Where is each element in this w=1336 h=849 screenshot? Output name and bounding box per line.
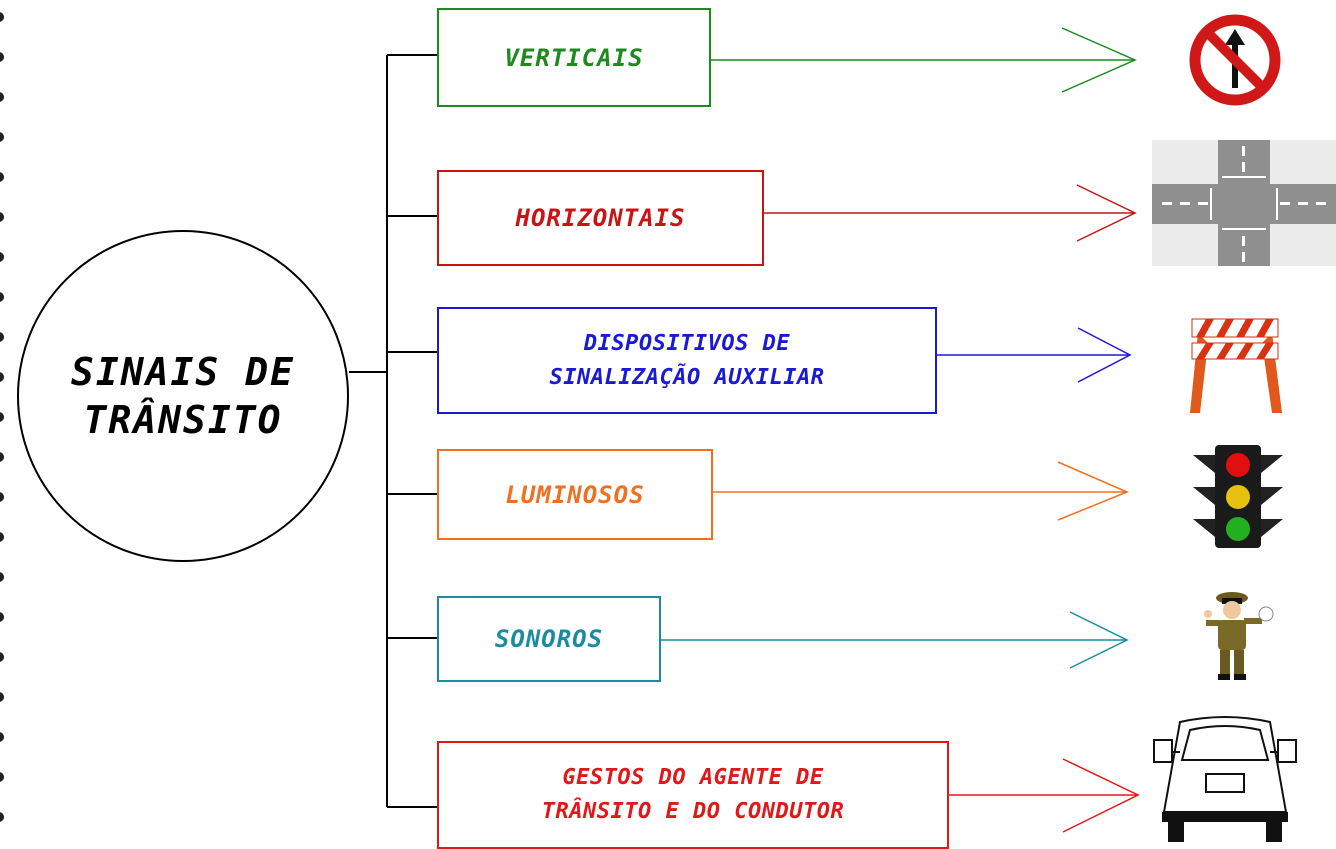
margin-dot [0,212,4,222]
margin-dot [0,92,4,102]
margin-dot [0,412,4,422]
margin-dot [0,492,4,502]
margin-dot [0,772,4,782]
margin-dot [0,812,4,822]
traffic-officer-whistle-icon [1204,592,1274,680]
road-markings-intersection-icon [1152,140,1336,266]
margin-dot [0,372,4,382]
branch-label-line2: SINALIZAÇÃO AUXILIAR [549,364,825,390]
branch-label: SONOROS [494,625,604,653]
branch-box-gestos: GESTOS DO AGENTE DE TRÂNSITO E DO CONDUT… [437,741,949,849]
margin-dot [0,572,4,582]
margin-dot [0,172,4,182]
margin-dot [0,692,4,702]
margin-dot [0,652,4,662]
arrow-sonoros [661,611,1129,669]
arrow-horizontais [764,184,1137,242]
car-rear-hand-signal-icon [1153,716,1297,842]
arrow-dispositivos [937,327,1132,383]
no-straight-ahead-sign-icon [1189,14,1281,106]
arrow-verticais [711,27,1137,93]
margin-dot [0,132,4,142]
branch-box-verticais: VERTICAIS [437,8,711,107]
margin-dot [0,252,4,262]
root-title-line1: SINAIS DE [71,350,295,394]
branch-box-sonoros: SONOROS [437,596,661,682]
branch-box-luminosos: LUMINOSOS [437,449,713,540]
branch-box-dispositivos: DISPOSITIVOS DE SINALIZAÇÃO AUXILIAR [437,307,937,414]
arrow-luminosos [713,461,1129,521]
branch-box-horizontais: HORIZONTAIS [437,170,764,266]
arrow-gestos [949,758,1140,833]
margin-dot [0,612,4,622]
branch-label-line1: DISPOSITIVOS DE [583,330,791,356]
margin-dot [0,732,4,742]
branch-label-line1: GESTOS DO AGENTE DE [562,765,824,790]
root-title-line2: TRÂNSITO [83,398,283,442]
margin-dot [0,532,4,542]
branch-label: VERTICAIS [504,43,644,72]
traffic-light-icon [1193,445,1283,548]
root-node: SINAIS DE TRÂNSITO [17,230,349,562]
margin-dot [0,52,4,62]
margin-dot [0,452,4,462]
branch-label: LUMINOSOS [505,480,645,509]
branch-label-line2: TRÂNSITO E DO CONDUTOR [541,799,845,824]
road-barrier-icon [1190,318,1282,413]
margin-dots [0,0,8,842]
margin-dot [0,12,4,22]
margin-dot [0,292,4,302]
margin-dot [0,332,4,342]
branch-label: HORIZONTAIS [515,204,686,232]
